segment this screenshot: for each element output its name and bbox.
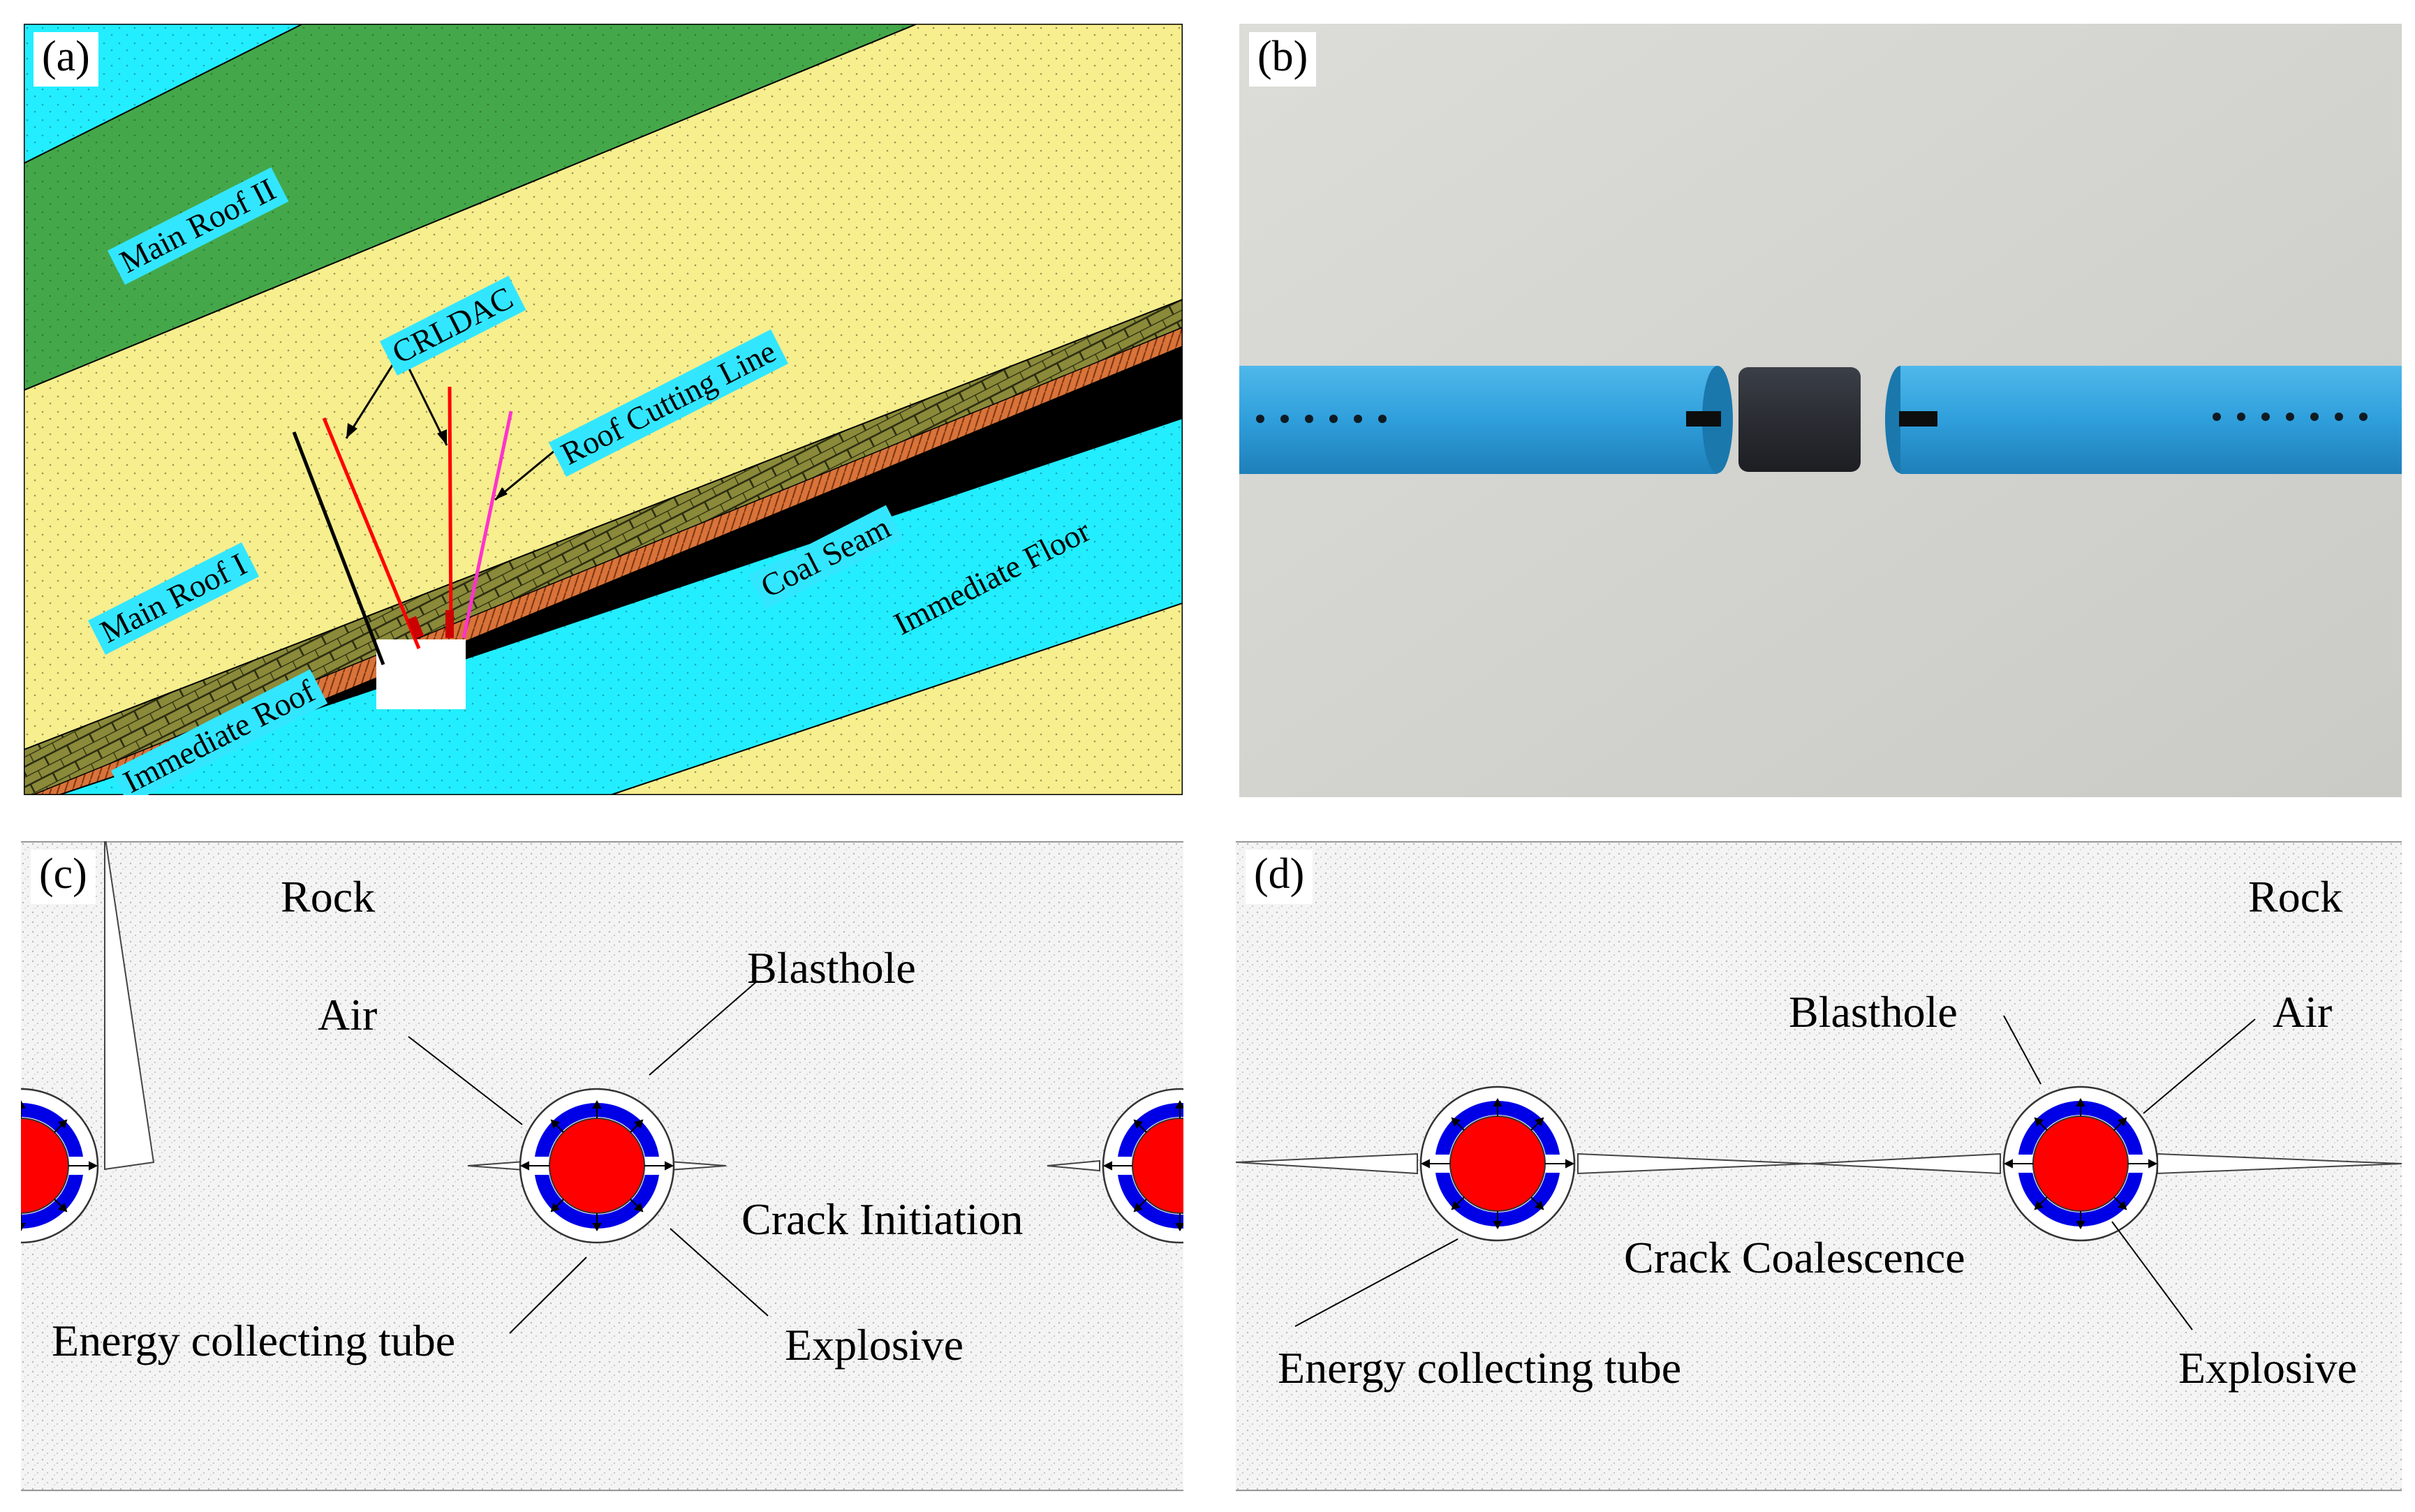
blasthole-left <box>1419 1085 1576 1242</box>
strata-drawing <box>24 24 1183 795</box>
immediate-roof-layer <box>24 298 1183 795</box>
crldac-leader-left <box>345 351 402 439</box>
label-explosive: Explosive <box>2178 1343 2357 1393</box>
label-crack-initiation: Crack Initiation <box>741 1194 1024 1244</box>
panel-a-label: (a) <box>34 32 98 87</box>
crldac-borehole-left <box>322 417 421 649</box>
crack-coalescence-drawing <box>1236 841 2402 1492</box>
charge-segment <box>406 616 424 639</box>
panel-d-crack-coalescence: (d) Rock Blasthole Air Crack Coalescence… <box>1236 841 2402 1492</box>
charge-segment <box>445 610 454 638</box>
roadway-opening <box>376 639 466 709</box>
panel-a-strata-diagram: (a) Main Roof II CRLDAC Roof Cutting Lin… <box>24 24 1183 795</box>
right-tube-slot <box>1899 411 1937 427</box>
blasthole-center <box>519 1088 675 1244</box>
right-tube <box>1900 366 2402 474</box>
label-explosive: Explosive <box>785 1320 963 1370</box>
panel-b-photo: (b) <box>1239 24 2402 797</box>
borehole-black <box>292 431 385 665</box>
left-tube <box>1239 366 1718 474</box>
tube-photo <box>1239 24 2402 797</box>
roof-cutting-line-borehole <box>461 410 513 639</box>
label-blasthole: Blasthole <box>1789 987 1958 1037</box>
label-air: Air <box>318 990 378 1039</box>
label-rock: Rock <box>281 872 376 921</box>
panel-c-crack-initiation: (c) Rock Air Blasthole Crack Initiation … <box>21 841 1183 1492</box>
main-roof-2-layer <box>24 24 918 392</box>
tube-holes <box>1256 413 2368 423</box>
label-air: Air <box>2273 987 2333 1037</box>
panel-c-label: (c) <box>31 850 96 904</box>
label-blasthole: Blasthole <box>747 943 916 993</box>
label-energy-collecting-tube: Energy collecting tube <box>1278 1343 1682 1393</box>
panel-b-label: (b) <box>1249 32 1317 87</box>
left-tube-slot <box>1686 411 1721 427</box>
blasthole-right <box>2002 1085 2159 1242</box>
label-crack-coalescence: Crack Coalescence <box>1624 1233 1965 1282</box>
panel-d-label: (d) <box>1246 850 1313 904</box>
crack-wedges <box>104 841 1100 1172</box>
leader-lines <box>1294 1015 2256 1331</box>
label-energy-collecting-tube: Energy collecting tube <box>52 1316 456 1365</box>
crack-initiation-drawing <box>21 841 1183 1492</box>
crldac-borehole-center <box>448 386 453 639</box>
coupler <box>1738 367 1861 472</box>
leader-lines <box>408 980 769 1334</box>
label-rock: Rock <box>2248 872 2343 921</box>
crack-wedges <box>1236 1152 2402 1175</box>
